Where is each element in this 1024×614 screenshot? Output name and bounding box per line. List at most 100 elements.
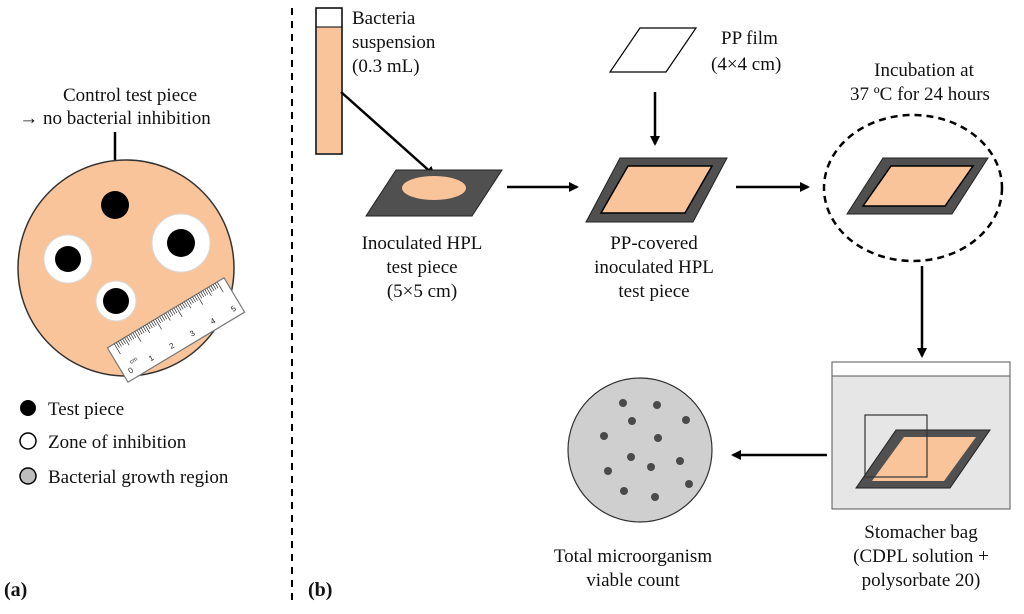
ruler-tick xyxy=(132,332,137,338)
ruler-tick xyxy=(126,336,131,342)
ruler-tick xyxy=(130,333,135,340)
ruler-tick xyxy=(171,308,176,315)
panel-b-label: (b) xyxy=(308,579,332,601)
inoculated-label-line1: Inoculated HPL xyxy=(362,233,483,254)
colony xyxy=(651,493,659,501)
ruler-tick xyxy=(150,321,155,327)
colony xyxy=(653,401,661,409)
control-label-line1: Control test piece xyxy=(63,85,197,106)
count-dish xyxy=(567,377,713,523)
ruler-tick xyxy=(136,329,141,336)
pp-film-label-line1: PP film xyxy=(721,28,778,49)
ruler-unit: cm xyxy=(129,356,139,365)
ruler-tick xyxy=(116,342,120,348)
control-label-line2: → no bacterial inhibition xyxy=(19,108,211,129)
colony xyxy=(627,453,635,461)
ruler-tick-label: 0 xyxy=(126,365,135,375)
ruler-tick xyxy=(177,305,182,311)
legend-zone-marker xyxy=(19,432,37,450)
ruler-tick xyxy=(161,315,165,321)
suspension-label-line2: suspension xyxy=(352,32,436,53)
ruler-tick xyxy=(202,290,207,296)
ruler-tick xyxy=(165,312,171,321)
colony xyxy=(676,457,684,465)
legend-growth-marker xyxy=(19,467,37,485)
pp-film-label-line2: (4×4 cm) xyxy=(711,54,781,75)
ruler-tick xyxy=(173,307,178,314)
ruler-tick xyxy=(188,299,192,305)
ruler-tick-label: 2 xyxy=(168,341,177,351)
ruler-tick-label: 5 xyxy=(229,304,238,314)
inoculum-drop xyxy=(402,176,466,200)
colony xyxy=(685,480,693,488)
colony xyxy=(600,432,608,440)
colony xyxy=(604,467,612,475)
colony xyxy=(619,399,627,407)
colony xyxy=(628,417,636,425)
ruler-tick xyxy=(200,291,205,298)
panel-a: Control test piece → no bacterial inhibi… xyxy=(4,85,246,601)
ruler-tick xyxy=(212,284,217,290)
covered-label-line2: inoculated HPL xyxy=(594,257,714,278)
colony xyxy=(620,487,628,495)
panel-a-label: (a) xyxy=(4,579,27,601)
ruler-tick xyxy=(146,323,151,330)
bag-seal xyxy=(831,361,1011,377)
ruler-tick-label: 1 xyxy=(147,353,156,363)
ruler-tick xyxy=(175,306,183,318)
bag-label-line1: Stomacher bag xyxy=(864,522,978,543)
bag-piece-inoculum xyxy=(872,437,976,481)
suspension-label-line3: (0.3 mL) xyxy=(352,56,420,77)
ruler-tick xyxy=(210,285,215,291)
ruler-tick xyxy=(148,322,153,329)
ruler-tick xyxy=(183,301,188,308)
ruler-tick-label: 3 xyxy=(188,328,197,338)
legend-growth: Bacterial growth region xyxy=(48,467,229,488)
ruler-tick xyxy=(144,325,151,334)
ruler-tick xyxy=(120,339,124,346)
bag-pp-film xyxy=(864,414,928,478)
test-piece xyxy=(55,246,81,272)
ruler-tick xyxy=(204,289,209,295)
ruler-tick xyxy=(216,281,224,293)
colony xyxy=(647,463,655,471)
ruler-tick xyxy=(181,302,186,309)
ruler-tick xyxy=(142,326,147,332)
ruler: 0 1 2 3 4 5 cm xyxy=(106,277,246,383)
bacteria-suspension-fill xyxy=(317,27,341,153)
ruler-tick xyxy=(196,294,204,305)
colony xyxy=(682,416,690,424)
colonies xyxy=(600,399,693,501)
ruler-tick xyxy=(169,310,174,316)
ruler-tick xyxy=(113,343,121,355)
ruler-tick xyxy=(214,283,219,289)
ruler-tick-label: 4 xyxy=(209,316,218,326)
legend-test-piece-marker xyxy=(20,400,36,416)
ruler-tick xyxy=(206,287,212,297)
ruler-tick xyxy=(138,328,143,335)
ruler-tick xyxy=(134,331,142,342)
count-label-line2: viable count xyxy=(586,570,680,591)
legend-test-piece: Test piece xyxy=(48,399,124,420)
suspension-label-line1: Bacteria xyxy=(352,8,416,29)
count-label-line1: Total microorganism xyxy=(554,546,712,567)
ruler-tick xyxy=(124,337,130,346)
covered-label-line3: test piece xyxy=(618,281,689,302)
ruler-tick xyxy=(153,320,157,326)
ruler-tick xyxy=(185,300,192,309)
ruler-tick xyxy=(159,316,163,322)
ruler-tick xyxy=(122,338,126,345)
legend-zone: Zone of inhibition xyxy=(48,432,187,453)
incubation-circle xyxy=(822,113,1004,263)
incubation-label-line1: Incubation at xyxy=(874,60,974,81)
ruler-tick xyxy=(167,311,172,317)
ruler-tick xyxy=(190,297,194,304)
pp-film xyxy=(608,27,698,73)
inoculation-arrow xyxy=(340,91,436,177)
bag-label-line2: (CDPL solution + xyxy=(853,546,989,567)
covered-label-line1: PP-covered xyxy=(610,233,698,254)
ruler-tick xyxy=(208,286,213,293)
inoculated-label-line2: test piece xyxy=(386,257,457,278)
ruler-tick xyxy=(128,334,133,341)
